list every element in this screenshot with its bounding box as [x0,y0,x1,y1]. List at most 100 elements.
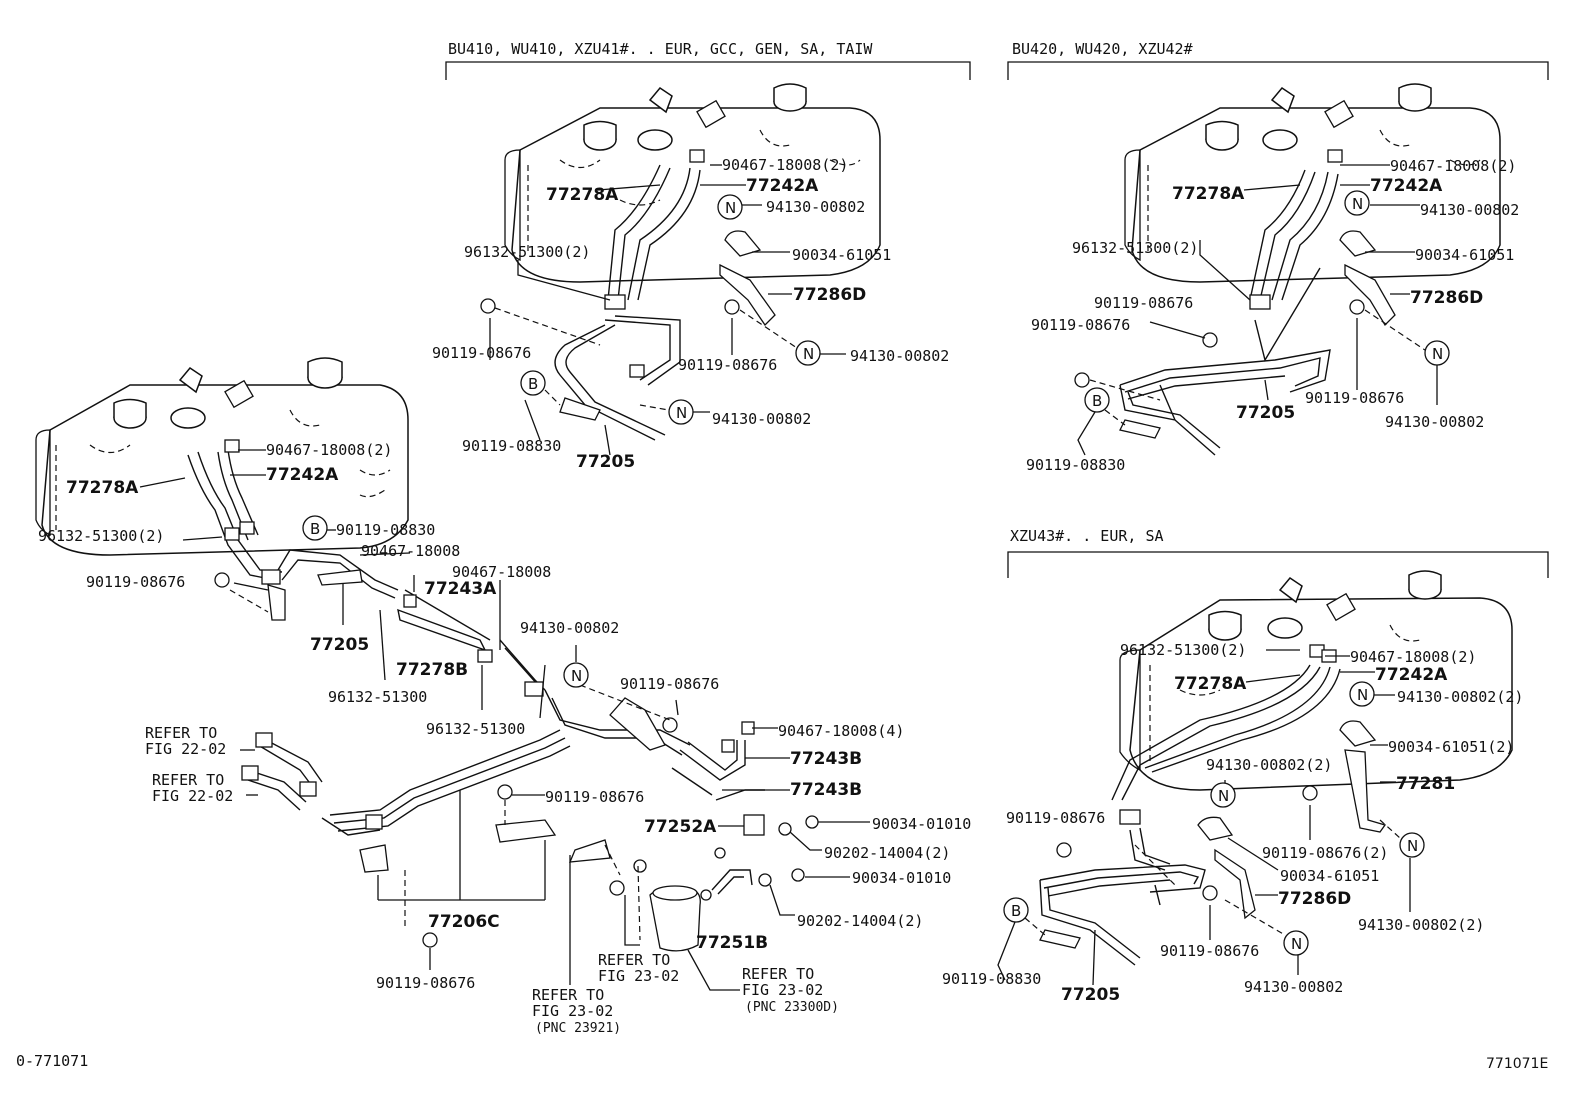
svg-text:90119-08676: 90119-08676 [1094,294,1193,312]
svg-text:BU410, WU410, XZU41#. . EUR, G: BU410, WU410, XZU41#. . EUR, GCC, GEN, S… [448,40,873,58]
markers-b: N N B [1084,190,1450,413]
svg-text:77278B: 77278B [396,660,468,680]
diagram-code-right: 771071E [1486,1056,1548,1072]
svg-text:90119-08676: 90119-08676 [1006,809,1105,827]
fuel-tank-b [1124,83,1501,283]
fuel-tank-c [1119,570,1513,791]
fuel-tank-a [504,83,881,283]
svg-text:B: B [528,375,538,393]
svg-text:FIG 23-02: FIG 23-02 [598,967,679,985]
svg-text:90119-08676: 90119-08676 [376,974,475,992]
svg-text:90119-08676: 90119-08676 [1031,316,1130,334]
svg-text:77205: 77205 [576,452,635,472]
section-title-a: BU410, WU410, XZU41#. . EUR, GCC, GEN, S… [445,40,971,80]
svg-text:77281: 77281 [1396,774,1455,794]
svg-text:77252A: 77252A [644,817,717,837]
svg-text:90119-08676: 90119-08676 [1305,389,1404,407]
svg-text:N: N [571,667,582,685]
svg-text:96132-51300: 96132-51300 [426,720,525,738]
svg-text:94130-00802(2): 94130-00802(2) [1358,916,1484,934]
svg-text:90202-14004(2): 90202-14004(2) [824,844,950,862]
svg-text:77242A: 77242A [746,176,819,196]
svg-text:FIG 22-02: FIG 22-02 [145,740,226,758]
labels-c: 96132-51300(2) 90467-18008(2) 77278A 772… [942,641,1523,1005]
svg-text:77242A: 77242A [1370,176,1443,196]
svg-text:90467-18008(2): 90467-18008(2) [722,156,848,174]
svg-text:94130-00802: 94130-00802 [1420,201,1519,219]
fuel-hoses-b [1119,169,1339,456]
markers-c: N N N N B [1003,681,1425,956]
svg-text:90119-08676: 90119-08676 [432,344,531,362]
svg-text:FIG 22-02: FIG 22-02 [152,787,233,805]
svg-text:96132-51300(2): 96132-51300(2) [1120,641,1246,659]
markers-a: N N B N [520,194,821,425]
svg-text:94130-00802: 94130-00802 [520,619,619,637]
diagram-code-left: 0-771071 [16,1052,88,1070]
svg-text:77243B: 77243B [790,780,862,800]
svg-text:B: B [310,520,320,538]
svg-text:REFER TO: REFER TO [598,951,670,969]
svg-text:96132-51300(2): 96132-51300(2) [38,527,164,545]
svg-text:90119-08676: 90119-08676 [678,356,777,374]
fuel-tank-main [35,357,409,556]
leaders-c [997,649,1411,986]
svg-text:90119-08676: 90119-08676 [86,573,185,591]
svg-text:77286D: 77286D [1278,889,1351,909]
svg-text:N: N [725,199,736,217]
svg-text:90119-08830: 90119-08830 [1026,456,1125,474]
svg-text:90034-61051(2): 90034-61051(2) [1388,738,1514,756]
svg-text:(PNC 23921): (PNC 23921) [535,1021,621,1036]
svg-text:N: N [1291,935,1302,953]
svg-text:77278A: 77278A [546,185,619,205]
svg-text:90467-18008(2): 90467-18008(2) [266,441,392,459]
svg-text:77206C: 77206C [428,912,500,932]
svg-text:94130-00802: 94130-00802 [766,198,865,216]
svg-text:77205: 77205 [1236,403,1295,423]
svg-text:90202-14004(2): 90202-14004(2) [797,912,923,930]
svg-text:N: N [1432,345,1443,363]
leaders-main [139,449,870,991]
svg-text:REFER TO: REFER TO [152,771,224,789]
svg-text:N: N [1218,787,1229,805]
svg-text:B: B [1011,902,1021,920]
clamps-b [1074,99,1396,439]
svg-text:(PNC 23300D): (PNC 23300D) [745,1000,839,1015]
svg-text:94130-00802: 94130-00802 [712,410,811,428]
svg-text:90119-08676: 90119-08676 [1160,942,1259,960]
clamps-c [1039,592,1387,949]
svg-text:90034-61051: 90034-61051 [792,246,891,264]
section-title-c: XZU43#. . EUR, SA [1007,527,1549,578]
svg-text:90119-08676(2): 90119-08676(2) [1262,844,1388,862]
section-title-b: BU420, WU420, XZU42# [1007,40,1549,80]
labels-a: 90467-18008(2) 77278A 77242A 94130-00802… [432,156,949,472]
svg-text:94130-00802: 94130-00802 [850,347,949,365]
svg-text:77243B: 77243B [790,749,862,769]
fuel-hoses-main [187,449,765,895]
svg-text:77242A: 77242A [1375,665,1448,685]
svg-text:90119-08830: 90119-08830 [462,437,561,455]
svg-text:N: N [803,345,814,363]
svg-text:77278A: 77278A [1172,184,1245,204]
refer-notes-main: REFER TO FIG 22-02 REFER TO FIG 22-02 RE… [145,724,839,1036]
leaders-a [489,164,846,456]
svg-text:96132-51300(2): 96132-51300(2) [1072,239,1198,257]
svg-text:90467-18008(2): 90467-18008(2) [1350,648,1476,666]
svg-text:77251B: 77251B [696,933,768,953]
svg-text:FIG 23-02: FIG 23-02 [742,981,823,999]
svg-text:REFER TO: REFER TO [532,986,604,1004]
svg-text:N: N [1407,837,1418,855]
svg-text:77242A: 77242A [266,465,339,485]
svg-text:90467-18008(4): 90467-18008(4) [778,722,904,740]
svg-text:90467-18008: 90467-18008 [452,563,551,581]
svg-text:N: N [1352,195,1363,213]
labels-b: 90467-18008(2) 77278A 77242A 94130-00802… [1026,157,1519,474]
svg-text:90119-08830: 90119-08830 [942,970,1041,988]
svg-text:77278A: 77278A [1174,674,1247,694]
svg-text:94130-00802: 94130-00802 [1244,978,1343,996]
svg-text:FIG 23-02: FIG 23-02 [532,1002,613,1020]
svg-text:BU420, WU420, XZU42#: BU420, WU420, XZU42# [1012,40,1193,58]
svg-text:N: N [676,404,687,422]
fuel-hoses-a [554,164,701,441]
clamps-a [480,99,776,421]
svg-text:90119-08830: 90119-08830 [336,521,435,539]
